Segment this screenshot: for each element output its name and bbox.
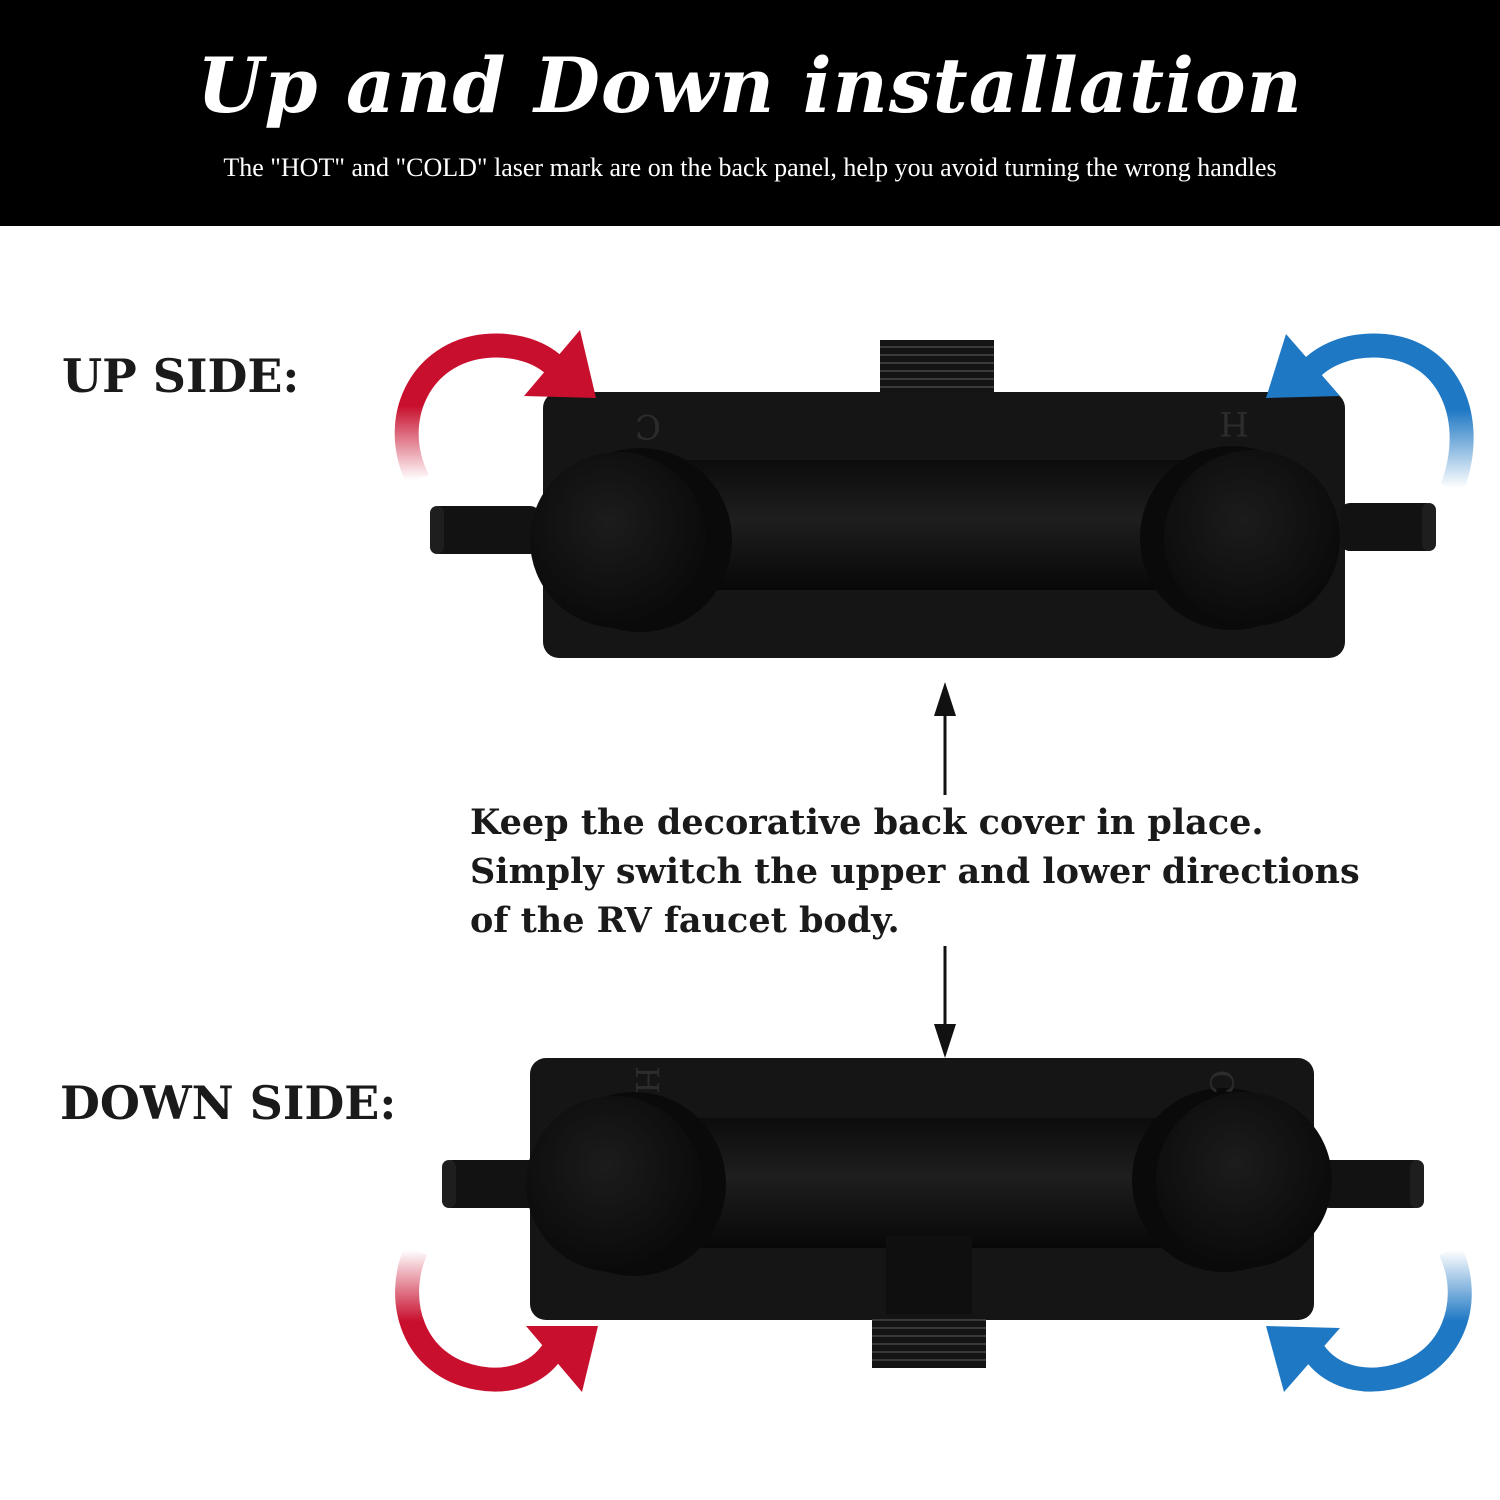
- header-banner: Up and Down installation The "HOT" and "…: [0, 0, 1500, 226]
- mark-hot-up: H: [1219, 403, 1249, 443]
- page-subtitle: The "HOT" and "COLD" laser mark are on t…: [223, 153, 1277, 182]
- down-side-label: DOWN SIDE:: [60, 1076, 397, 1130]
- instruction-note: Keep the decorative back cover in place.…: [470, 798, 1470, 945]
- faucet-down-side: H C: [442, 1058, 1424, 1368]
- outlet-thread-bottom: [872, 1314, 986, 1368]
- rotate-clockwise-arrow-icon: [1266, 1244, 1472, 1392]
- double-arrow-icon: [934, 682, 956, 1058]
- rotate-counterclockwise-arrow-icon: [1266, 333, 1474, 493]
- center-tube: [630, 1118, 1220, 1248]
- up-side-label: UP SIDE:: [62, 349, 300, 403]
- rotate-counterclockwise-arrow-icon: [395, 1245, 598, 1392]
- mark-hot-down: H: [628, 1066, 666, 1094]
- right-spout: [1340, 503, 1436, 551]
- right-handle-knob: [1156, 1092, 1332, 1268]
- mark-cold-down: C: [1202, 1070, 1240, 1094]
- left-spout: [430, 506, 540, 554]
- right-handle-knob: [1164, 450, 1340, 626]
- center-tube: [640, 460, 1230, 590]
- note-line-1: Keep the decorative back cover in place.: [470, 802, 1264, 843]
- left-handle-knob: [526, 1096, 702, 1272]
- left-spout: [442, 1160, 542, 1208]
- page-title: Up and Down installation: [197, 41, 1303, 130]
- rotate-clockwise-arrow-icon: [394, 330, 596, 486]
- mark-cold-up: C: [635, 406, 661, 446]
- left-handle-knob: [530, 452, 706, 628]
- right-spout: [1320, 1160, 1424, 1208]
- note-line-3: of the RV faucet body.: [470, 900, 900, 941]
- note-line-2: Simply switch the upper and lower direct…: [470, 851, 1360, 892]
- faucet-up-side: C H: [430, 340, 1436, 658]
